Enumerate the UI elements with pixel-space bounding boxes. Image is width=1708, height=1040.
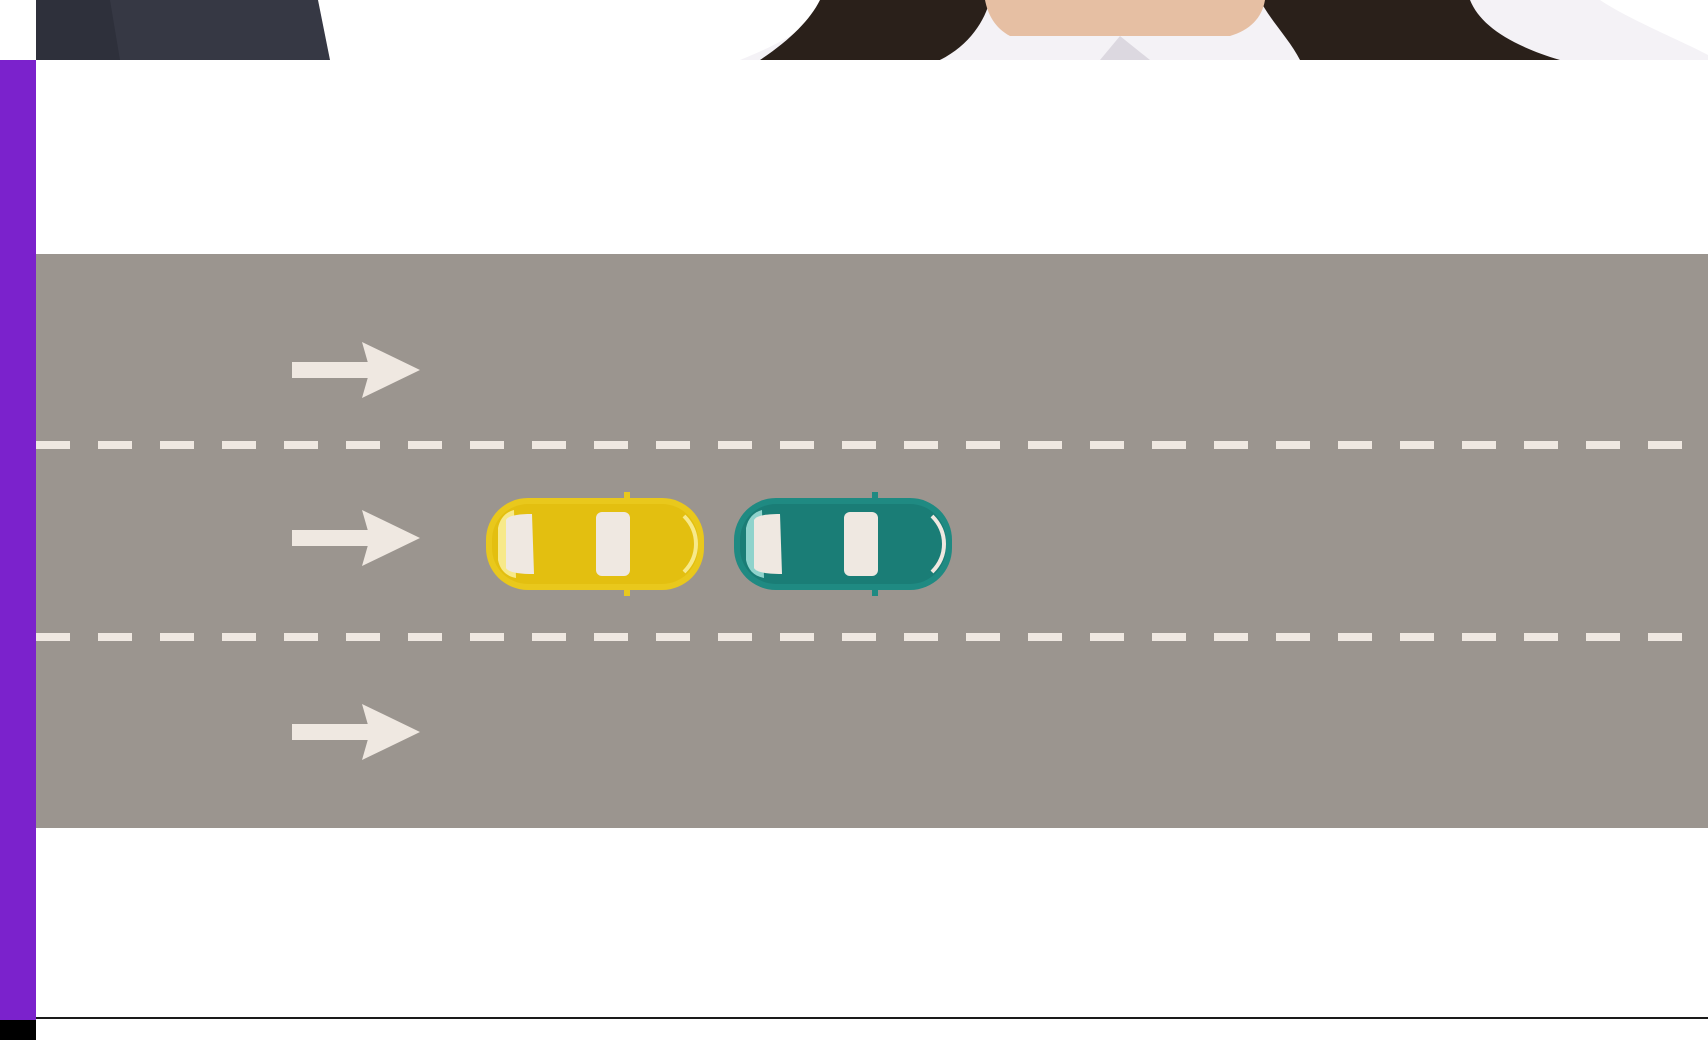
right-presenter-torso bbox=[740, 0, 1708, 60]
accent-bar bbox=[0, 60, 36, 1020]
presenters-photo-strip bbox=[0, 0, 1708, 60]
bottom-left-corner bbox=[0, 1020, 36, 1040]
bottom-divider bbox=[36, 1017, 1708, 1019]
left-presenter-shoulder bbox=[36, 0, 330, 60]
three-lane-road bbox=[36, 254, 1708, 828]
car-icon-yellow bbox=[486, 492, 704, 596]
car-icon-teal bbox=[734, 492, 952, 596]
